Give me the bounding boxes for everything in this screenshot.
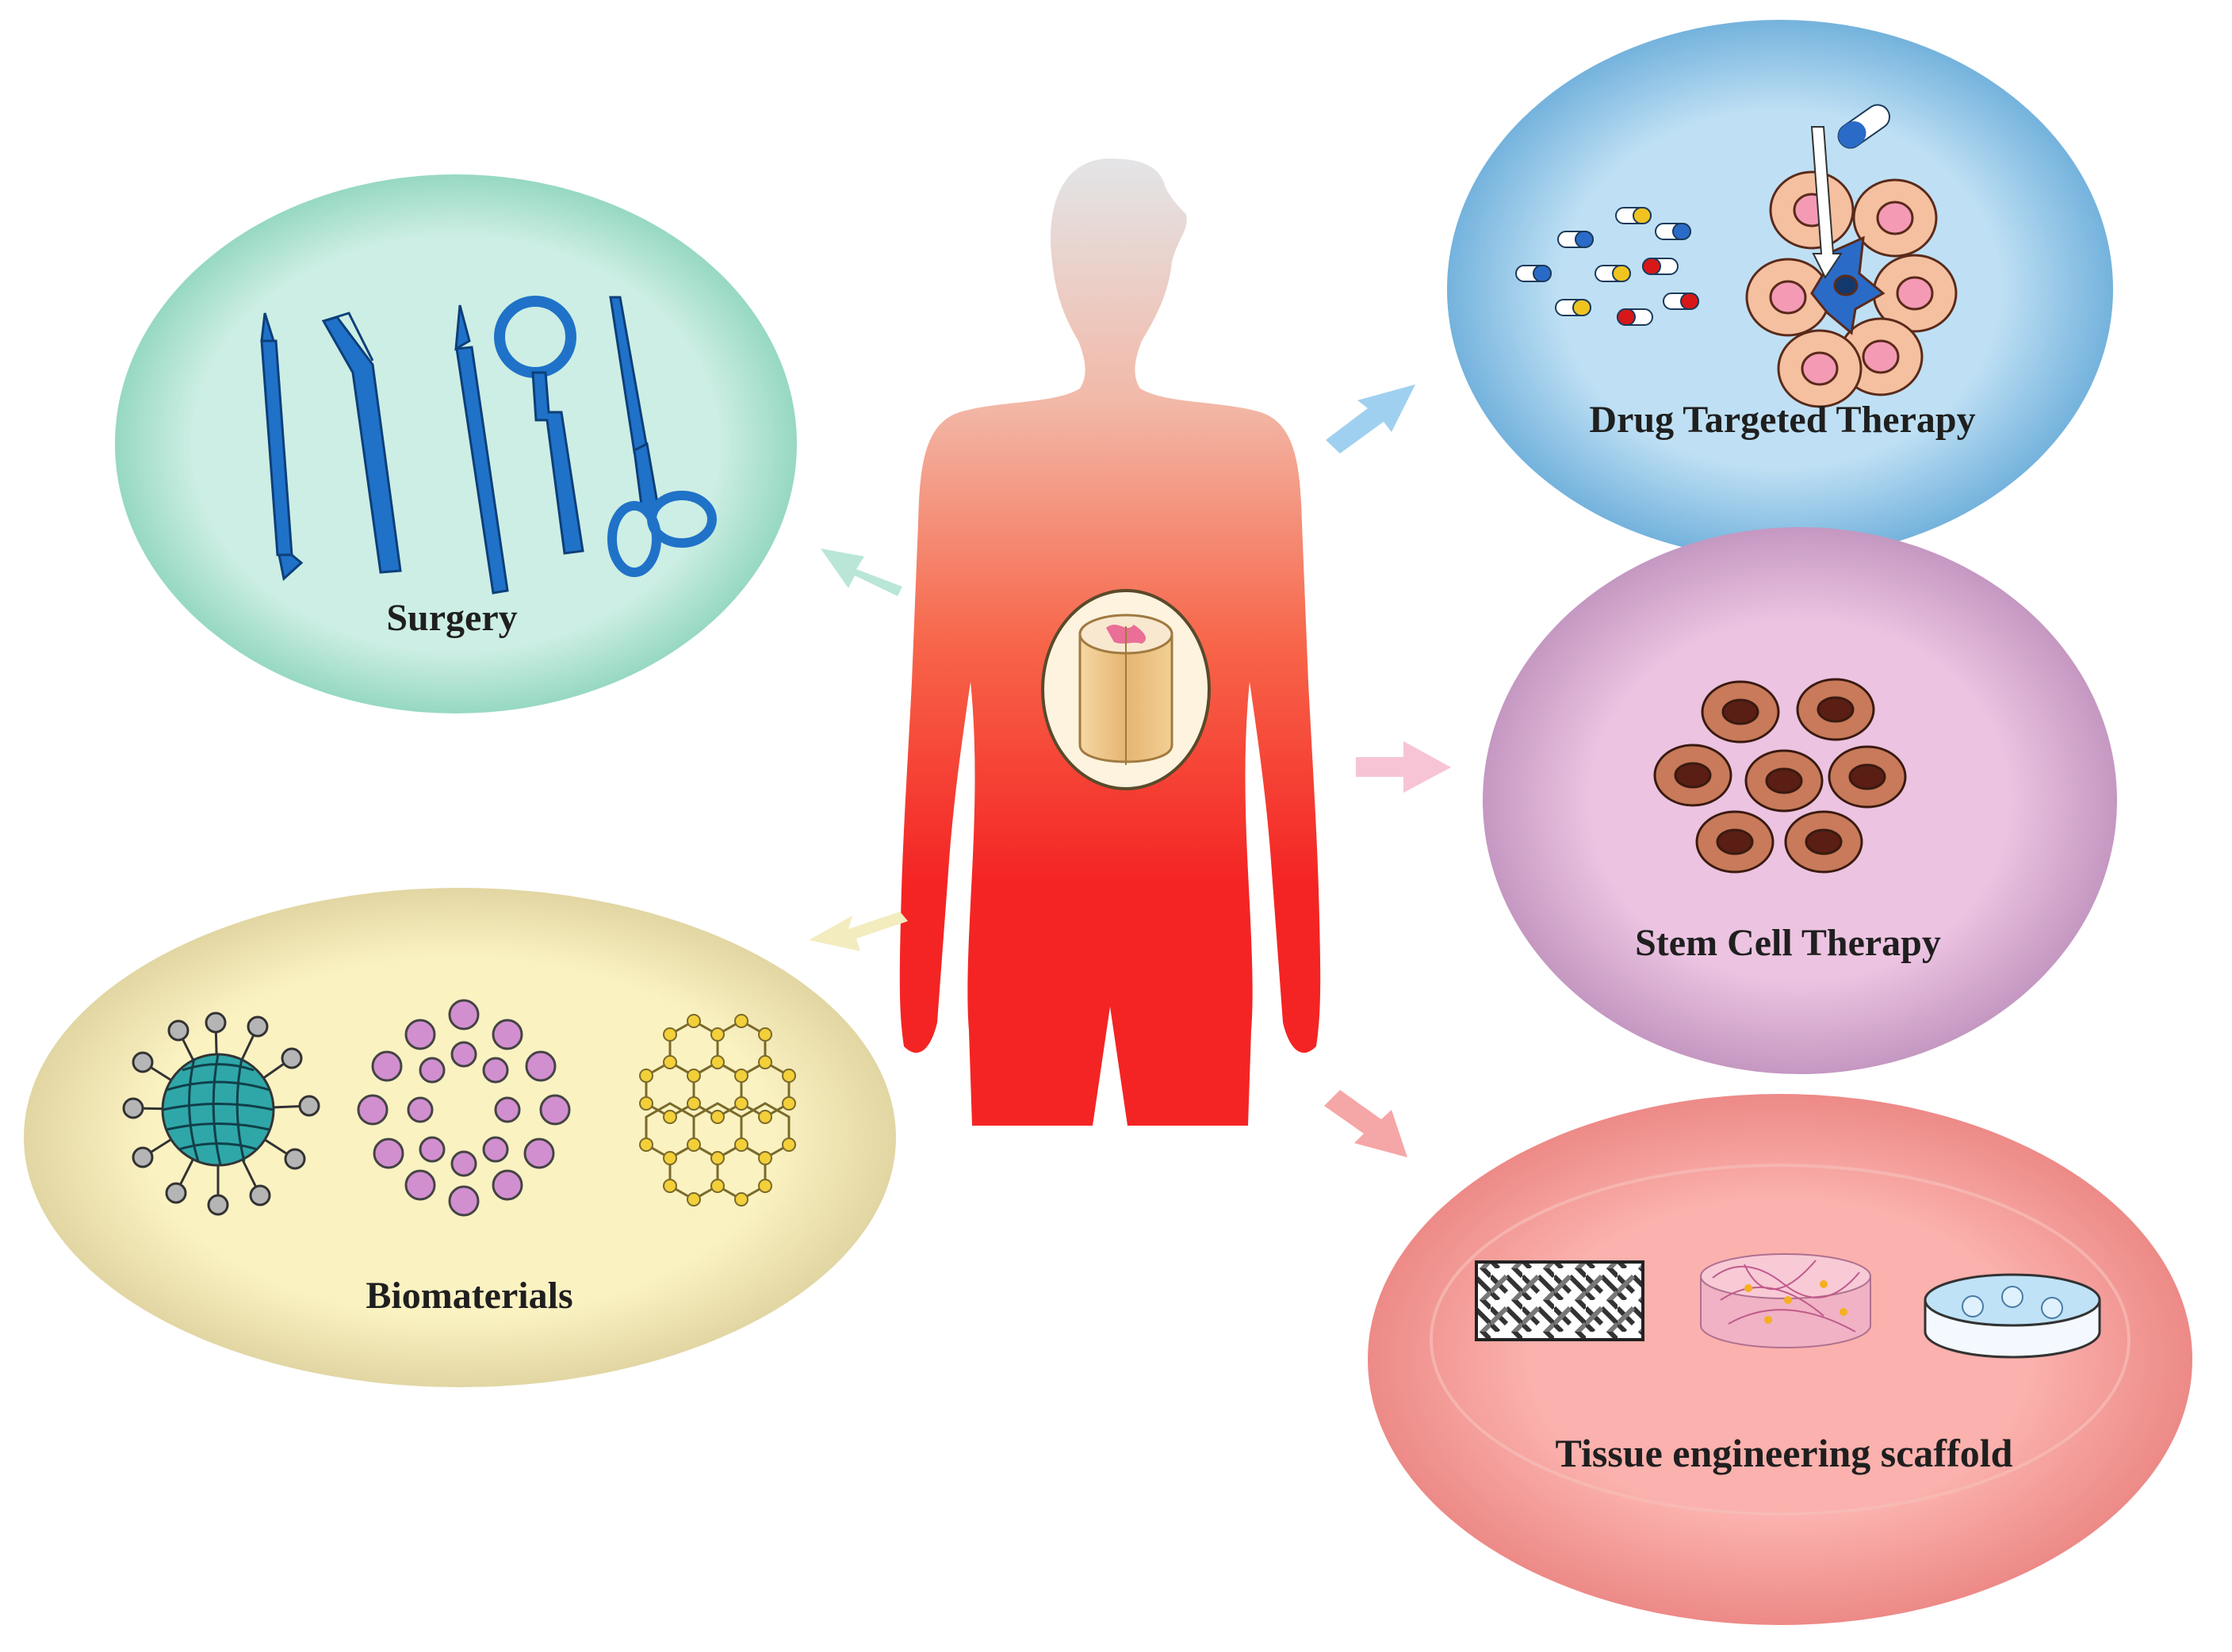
arrow-to-tissue bbox=[1324, 1090, 1407, 1157]
biomaterials-label: Biomaterials bbox=[366, 1275, 572, 1317]
surgery-label: Surgery bbox=[386, 597, 517, 639]
scalpel-icon bbox=[454, 304, 509, 595]
drug-delivery-arrow-icon bbox=[1810, 104, 1891, 279]
drug-therapy-panel: Drug Targeted Therapy bbox=[1447, 20, 2113, 559]
hydrogel-dish-icon bbox=[1924, 1273, 2101, 1359]
stem-cell-panel: Stem Cell Therapy bbox=[1483, 527, 2117, 1074]
arrow-to-drug bbox=[1326, 384, 1415, 453]
target-cells-icon bbox=[1745, 170, 1958, 408]
drug-therapy-label: Drug Targeted Therapy bbox=[1589, 399, 1975, 441]
stem-cell-label: Stem Cell Therapy bbox=[1635, 922, 1941, 964]
graphene-lattice-icon bbox=[639, 1014, 796, 1206]
tissue-scaffold-label: Tissue engineering scaffold bbox=[1556, 1431, 2013, 1475]
dissector-tool-icon bbox=[260, 312, 304, 581]
scissors-icon bbox=[607, 296, 717, 577]
dental-mirror-icon bbox=[494, 296, 584, 555]
capsules-icon bbox=[1515, 207, 1699, 326]
arrow-to-surgery bbox=[821, 549, 902, 596]
stem-cells-icon bbox=[1653, 678, 1907, 874]
fibrous-scaffold-icon bbox=[1700, 1253, 1871, 1348]
biomaterials-panel: Biomaterials bbox=[24, 888, 896, 1387]
woven-mesh-icon bbox=[1475, 1260, 1644, 1341]
human-body-silhouette bbox=[899, 159, 1321, 1126]
tissue-scaffold-panel: Tissue engineering scaffold bbox=[1368, 1094, 2192, 1625]
tweezers-icon bbox=[321, 312, 402, 574]
liposome-icon bbox=[357, 999, 571, 1217]
surgery-panel: Surgery bbox=[115, 174, 797, 713]
arrow-to-biomaterials bbox=[809, 912, 908, 951]
arrow-to-stem bbox=[1356, 741, 1451, 793]
nanoparticle-icon bbox=[122, 1011, 320, 1216]
biomaterials-oval bbox=[24, 888, 896, 1387]
tissue-scaffold-oval bbox=[1368, 1094, 2192, 1625]
